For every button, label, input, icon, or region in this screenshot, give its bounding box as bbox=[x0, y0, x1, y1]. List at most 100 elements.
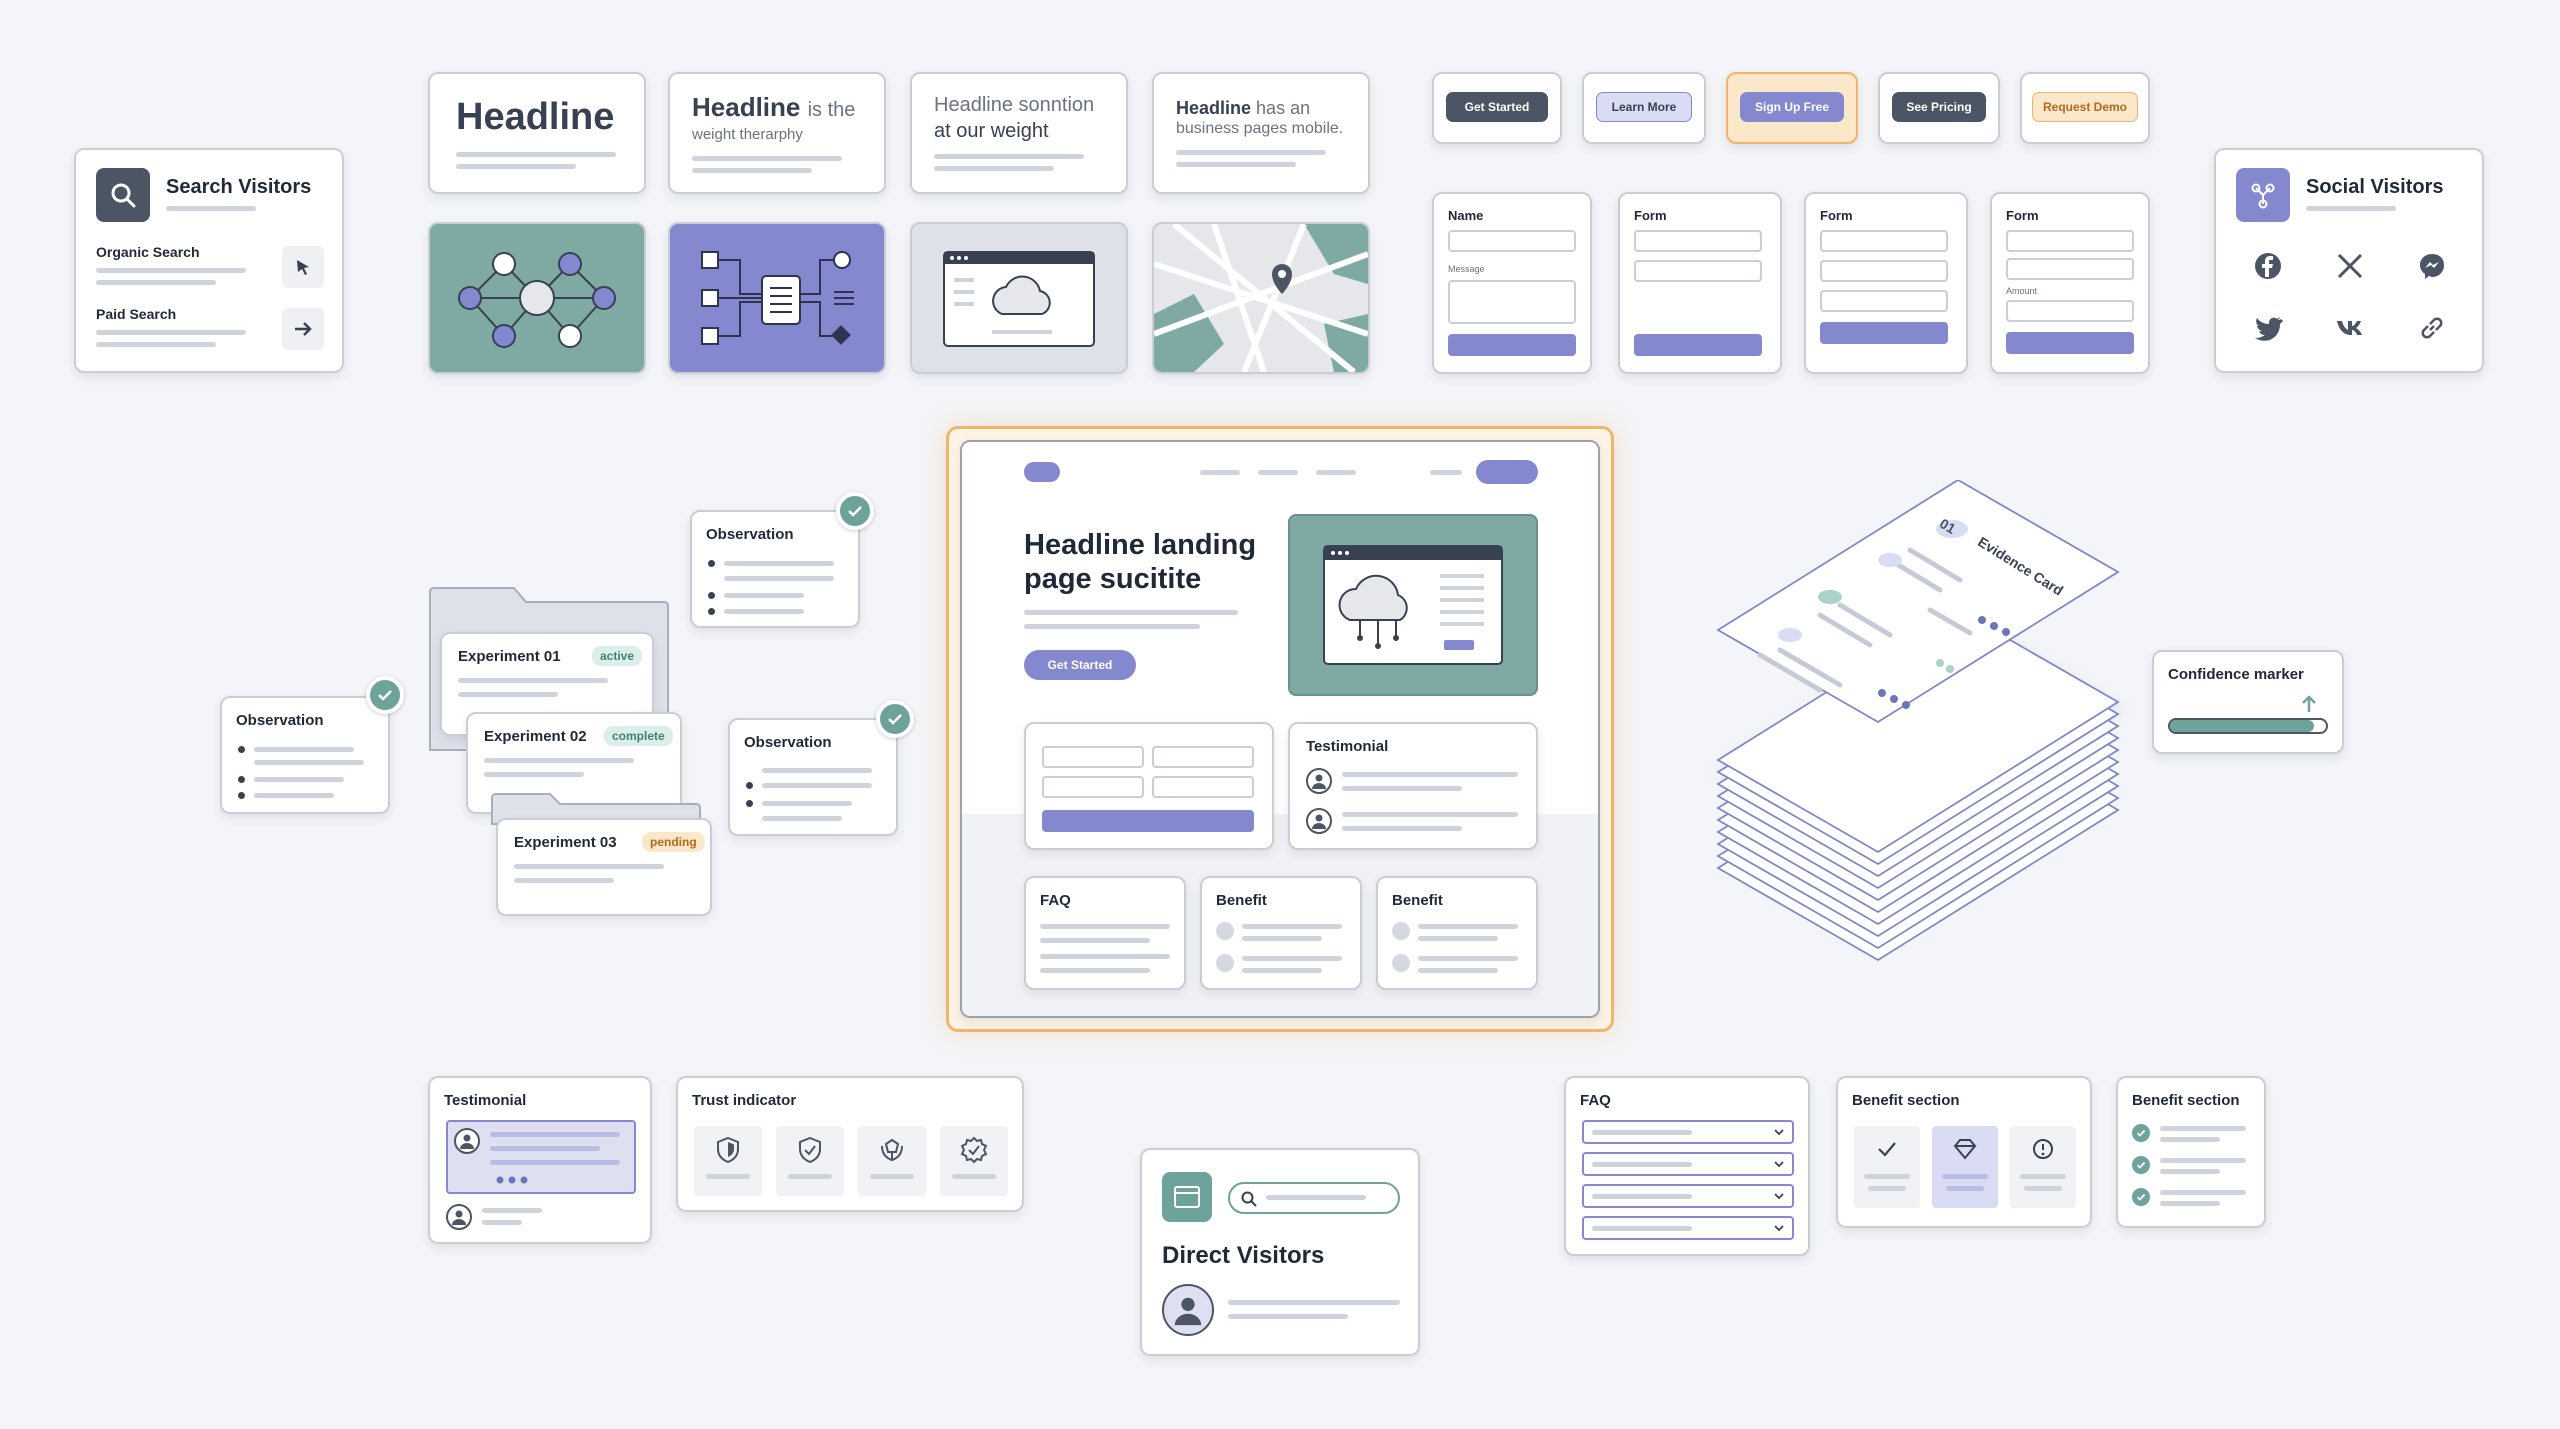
chevron-down-icon bbox=[1774, 1225, 1784, 1232]
cloud-window-icon bbox=[1323, 545, 1503, 665]
learn-more-button[interactable]: Learn More bbox=[1596, 92, 1692, 122]
browser-window-icon bbox=[1162, 1172, 1212, 1222]
form-field[interactable] bbox=[1820, 290, 1948, 312]
get-started-button[interactable]: Get Started bbox=[1446, 92, 1548, 122]
search-field[interactable] bbox=[1228, 1182, 1400, 1214]
cursor-icon[interactable] bbox=[282, 246, 324, 288]
document-flow-icon bbox=[701, 251, 854, 345]
request-demo-button[interactable]: Request Demo bbox=[2032, 92, 2138, 122]
link-icon[interactable] bbox=[2416, 312, 2448, 344]
network-graph-tile bbox=[428, 222, 646, 374]
amount-label: Amount bbox=[2006, 286, 2038, 296]
nav-link[interactable] bbox=[1430, 470, 1462, 475]
submit-button[interactable] bbox=[1634, 334, 1762, 356]
landing-get-started-button[interactable]: Get Started bbox=[1024, 650, 1136, 680]
direct-visitors-card: Direct Visitors bbox=[1140, 1148, 1420, 1356]
logo-pill[interactable] bbox=[1024, 462, 1060, 482]
form-field[interactable] bbox=[1152, 776, 1254, 798]
placeholder-line bbox=[484, 758, 634, 763]
check-icon bbox=[836, 492, 874, 530]
form-title: Form bbox=[2006, 208, 2039, 223]
chevron-down-icon bbox=[1774, 1161, 1784, 1168]
placeholder-line bbox=[484, 772, 584, 777]
form-field[interactable] bbox=[2006, 258, 2134, 280]
headline-sub: at our weight bbox=[934, 120, 1049, 142]
faq-accordion-item[interactable] bbox=[1582, 1184, 1794, 1208]
status-badge: active bbox=[592, 646, 643, 666]
placeholder-line bbox=[1418, 936, 1498, 941]
chevron-down-icon bbox=[1774, 1129, 1784, 1136]
nav-link[interactable] bbox=[1200, 470, 1240, 475]
folder-tab-icon bbox=[491, 793, 701, 825]
form-field[interactable] bbox=[1634, 230, 1762, 252]
submit-button[interactable] bbox=[2006, 332, 2134, 354]
amount-field[interactable] bbox=[2006, 300, 2134, 322]
placeholder-line bbox=[1228, 1314, 1348, 1319]
dots-icon bbox=[496, 1176, 528, 1184]
form-field[interactable] bbox=[1820, 230, 1948, 252]
placeholder-line bbox=[490, 1132, 620, 1137]
placeholder-line bbox=[1418, 924, 1518, 929]
message-field[interactable] bbox=[1448, 280, 1576, 324]
diamond-icon bbox=[1953, 1139, 1977, 1160]
placeholder-line bbox=[1864, 1174, 1910, 1179]
experiment-title: Experiment 01 bbox=[458, 648, 561, 665]
avatar-icon bbox=[1162, 1284, 1214, 1336]
see-pricing-button[interactable]: See Pricing bbox=[1892, 92, 1986, 122]
x-icon[interactable] bbox=[2334, 250, 2366, 282]
placeholder-line bbox=[96, 330, 246, 335]
form-submit-button[interactable] bbox=[1042, 810, 1254, 832]
placeholder-line bbox=[2306, 206, 2396, 211]
landing-headline: Headline landing page suсititе bbox=[1024, 529, 1257, 595]
form-title: Form bbox=[1820, 208, 1853, 223]
sign-up-free-button[interactable]: Sign Up Free bbox=[1740, 92, 1844, 122]
form-field[interactable] bbox=[1634, 260, 1762, 282]
placeholder-line bbox=[1592, 1162, 1692, 1167]
submit-button[interactable] bbox=[1820, 322, 1948, 344]
benefit-section-title: Benefit section bbox=[2132, 1092, 2240, 1109]
benefit-section-card-b: Benefit section bbox=[2116, 1076, 2266, 1228]
trust-indicator-card: Trust indicator bbox=[676, 1076, 1024, 1212]
organic-search-label: Organic Search bbox=[96, 244, 200, 260]
bullet bbox=[708, 592, 715, 599]
placeholder-line bbox=[1024, 610, 1238, 615]
testimonial-quote bbox=[446, 1120, 636, 1194]
confidence-fill bbox=[2170, 720, 2314, 732]
benefit-tile-highlight bbox=[1932, 1126, 1998, 1208]
name-field[interactable] bbox=[1448, 230, 1576, 252]
nav-cta-pill[interactable] bbox=[1476, 460, 1538, 484]
bullet bbox=[708, 608, 715, 615]
form-field[interactable] bbox=[2006, 230, 2134, 252]
form-title: Form bbox=[1634, 208, 1667, 223]
form-field[interactable] bbox=[1042, 776, 1144, 798]
vk-icon[interactable] bbox=[2334, 312, 2366, 344]
placeholder-line bbox=[456, 152, 616, 157]
placeholder-line bbox=[762, 783, 872, 788]
landing-form-block bbox=[1024, 722, 1274, 850]
form-field[interactable] bbox=[1820, 260, 1948, 282]
form-field[interactable] bbox=[1042, 746, 1144, 768]
landing-testimonial-block: Testimonial bbox=[1288, 722, 1538, 850]
placeholder-line bbox=[2160, 1158, 2246, 1163]
experiment-title: Experiment 03 bbox=[514, 834, 617, 851]
placeholder-line bbox=[1242, 936, 1322, 941]
benefit-section-card-a: Benefit section bbox=[1836, 1076, 2092, 1228]
faq-accordion-item[interactable] bbox=[1582, 1120, 1794, 1144]
nav-link[interactable] bbox=[1316, 470, 1356, 475]
placeholder-line bbox=[1024, 624, 1200, 629]
benefit-tile bbox=[2010, 1126, 2076, 1208]
placeholder-line bbox=[456, 164, 576, 169]
arrow-right-icon[interactable] bbox=[282, 308, 324, 350]
messenger-icon[interactable] bbox=[2416, 250, 2448, 282]
form-field[interactable] bbox=[1152, 746, 1254, 768]
experiment-card-3[interactable]: Experiment 03 pending bbox=[496, 818, 712, 916]
nav-link[interactable] bbox=[1258, 470, 1298, 475]
bullet bbox=[238, 746, 245, 753]
faq-accordion-item[interactable] bbox=[1582, 1216, 1794, 1240]
faq-accordion-item[interactable] bbox=[1582, 1152, 1794, 1176]
twitter-icon[interactable] bbox=[2252, 312, 2284, 344]
submit-button[interactable] bbox=[1448, 334, 1576, 356]
placeholder-line bbox=[724, 576, 834, 581]
placeholder-line bbox=[1342, 786, 1462, 791]
facebook-icon[interactable] bbox=[2252, 250, 2284, 282]
